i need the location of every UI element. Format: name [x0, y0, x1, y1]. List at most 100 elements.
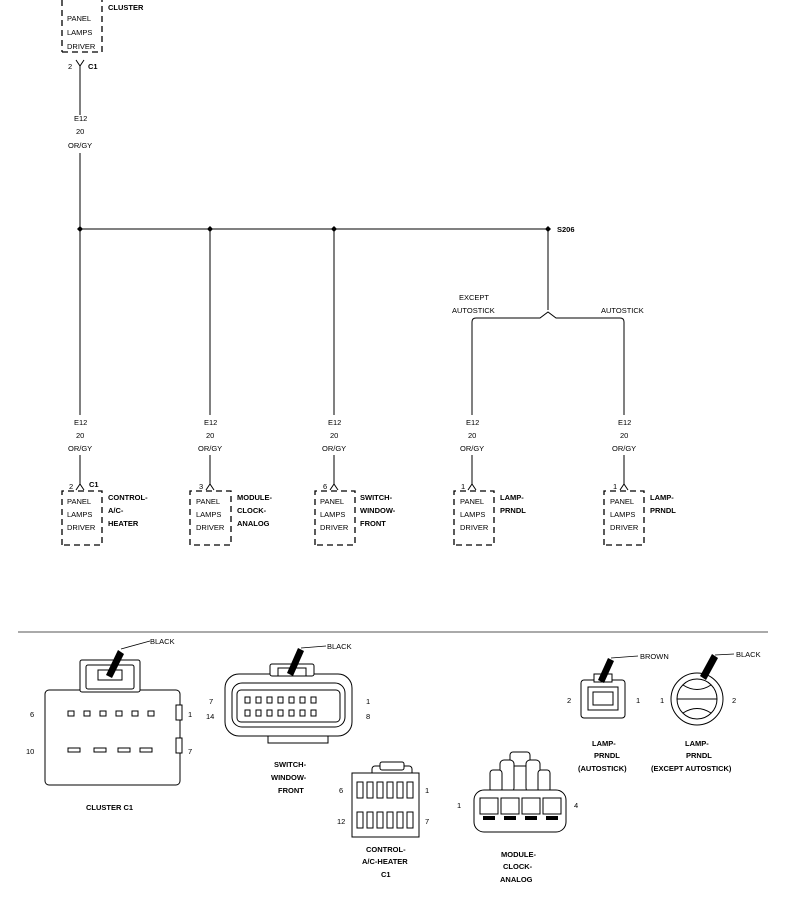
splice-label: S206	[557, 225, 575, 234]
load-name-2: PRNDL	[650, 506, 676, 515]
connector-view-module-clock: 1 4 MODULE- CLOCK- ANALOG	[457, 751, 578, 884]
lamp-except-pin-2: 2	[732, 696, 736, 705]
cluster-pin-7: 7	[188, 747, 192, 756]
module-clock-pin-1: 1	[457, 801, 461, 810]
load-pin: 1	[461, 482, 465, 491]
load-connector: C1	[89, 480, 99, 489]
switch-window-pin-14: 14	[206, 712, 214, 721]
load-pin: 2	[69, 482, 73, 491]
switch-window-color: BLACK	[327, 642, 352, 651]
load-driver-3: DRIVER	[610, 523, 639, 532]
load-driver-3: DRIVER	[320, 523, 349, 532]
load-name-2: A/C-	[108, 506, 124, 515]
switch-window-pin-8: 8	[366, 712, 370, 721]
cluster-driver-line2: LAMPS	[67, 28, 92, 37]
cluster-pin: 2	[68, 62, 72, 71]
main-wire-gauge: 20	[76, 127, 84, 136]
connector-view-lamp-autostick: BROWN 2 1 LAMP- PRNDL (AUTOSTICK)	[567, 652, 669, 773]
option-split-wire	[471, 311, 625, 415]
control-ac-label-1: CONTROL-	[366, 845, 406, 854]
lamp-except-pin-1: 1	[660, 696, 664, 705]
load-driver-1: PANEL	[320, 497, 344, 506]
lamp-autostick-color: BROWN	[640, 652, 669, 661]
load-circuit: E12	[74, 418, 87, 427]
main-wire-label: E12 20 OR/GY	[68, 114, 92, 150]
load-driver-3: DRIVER	[196, 523, 225, 532]
load-color: OR/GY	[460, 444, 484, 453]
cluster-label: CLUSTER C1	[86, 803, 133, 812]
load-name-1: LAMP-	[650, 493, 674, 502]
load-circuit: E12	[328, 418, 341, 427]
control-ac-pin-7: 7	[425, 817, 429, 826]
module-clock-label-2: CLOCK-	[503, 862, 533, 871]
switch-window-label-1: SWITCH-	[274, 760, 307, 769]
load-lamp-prndl-except: E12 20 OR/GY 1 PANEL LAMPS DRIVER LAMP- …	[453, 418, 526, 546]
module-clock-label-1: MODULE-	[501, 850, 536, 859]
load-gauge: 20	[76, 431, 84, 440]
cluster-pin-10: 10	[26, 747, 34, 756]
cluster-pin-1: 1	[188, 710, 192, 719]
load-driver-1: PANEL	[460, 497, 484, 506]
cluster-pin-6: 6	[30, 710, 34, 719]
load-gauge: 20	[468, 431, 476, 440]
switch-window-pin-7: 7	[209, 697, 213, 706]
pointer-icon	[287, 648, 304, 676]
load-name-3: FRONT	[360, 519, 386, 528]
except-label-2: AUTOSTICK	[452, 306, 495, 315]
switch-window-label-3: FRONT	[278, 786, 304, 795]
cluster-driver-line1: PANEL	[67, 14, 91, 23]
load-circuit: E12	[204, 418, 217, 427]
pointer-icon	[598, 658, 614, 683]
lamp-autostick-label-2: PRNDL	[594, 751, 620, 760]
load-name-1: SWITCH-	[360, 493, 393, 502]
control-ac-pin-1: 1	[425, 786, 429, 795]
main-wire-color: OR/GY	[68, 141, 92, 150]
lamp-except-color: BLACK	[736, 650, 761, 659]
cluster-pins-row2	[67, 747, 153, 753]
switch-window-pins	[244, 696, 317, 717]
control-ac-label-3: C1	[381, 870, 391, 879]
cluster-source: PANEL LAMPS DRIVER CLUSTER 2 C1	[61, 0, 144, 71]
load-pin: 1	[613, 482, 617, 491]
autostick-label: AUTOSTICK	[601, 306, 644, 315]
load-driver-1: PANEL	[196, 497, 220, 506]
connector-view-control-ac: 6 1 12 7 CONTROL- A/C-HEATER C1	[337, 761, 429, 879]
lamp-except-label-1: LAMP-	[685, 739, 709, 748]
load-driver-2: LAMPS	[196, 510, 221, 519]
control-ac-pin-6: 6	[339, 786, 343, 795]
load-pin: 3	[199, 482, 203, 491]
pointer-icon	[700, 654, 718, 680]
module-clock-pin-4: 4	[574, 801, 578, 810]
module-clock-label-3: ANALOG	[500, 875, 533, 884]
lamp-except-label-3: (EXCEPT AUTOSTICK)	[651, 764, 732, 773]
cluster-color: BLACK	[150, 637, 175, 646]
except-label-1: EXCEPT	[459, 293, 489, 302]
load-driver-3: DRIVER	[460, 523, 489, 532]
module-clock-pins	[479, 797, 562, 820]
lamp-except-label-2: PRNDL	[686, 751, 712, 760]
load-lamp-prndl-autostick: E12 20 OR/GY 1 PANEL LAMPS DRIVER LAMP- …	[603, 418, 676, 546]
pointer-icon	[106, 650, 124, 678]
load-driver-2: LAMPS	[460, 510, 485, 519]
lamp-autostick-pin-1: 1	[636, 696, 640, 705]
lamp-autostick-pin-2: 2	[567, 696, 571, 705]
switch-window-label-2: WINDOW-	[271, 773, 307, 782]
load-name-1: CONTROL-	[108, 493, 148, 502]
load-color: OR/GY	[198, 444, 222, 453]
load-gauge: 20	[330, 431, 338, 440]
load-driver-2: LAMPS	[610, 510, 635, 519]
load-color: OR/GY	[68, 444, 92, 453]
load-color: OR/GY	[322, 444, 346, 453]
cluster-driver-line3: DRIVER	[67, 42, 96, 51]
load-name-2: CLOCK-	[237, 506, 267, 515]
load-name-3: ANALOG	[237, 519, 270, 528]
load-name-1: LAMP-	[500, 493, 524, 502]
load-driver-1: PANEL	[67, 497, 91, 506]
main-wire-circuit: E12	[74, 114, 87, 123]
load-driver-3: DRIVER	[67, 523, 96, 532]
load-name-2: WINDOW-	[360, 506, 396, 515]
lamp-autostick-label-1: LAMP-	[592, 739, 616, 748]
load-pin: 6	[323, 482, 327, 491]
control-ac-pins	[356, 781, 414, 829]
load-driver-2: LAMPS	[67, 510, 92, 519]
